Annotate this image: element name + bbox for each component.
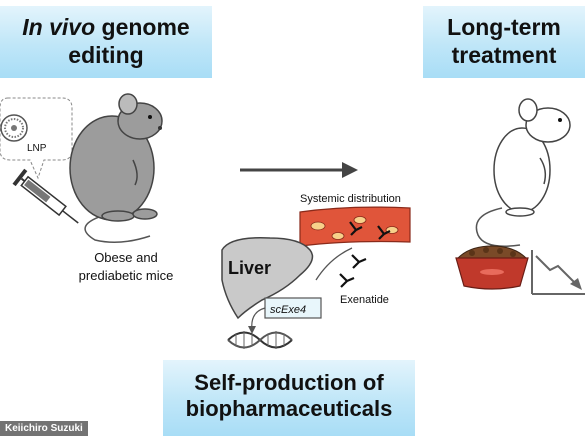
liver-label: Liver — [228, 258, 272, 278]
lean-mouse — [475, 98, 571, 247]
gene-label: scExe4 — [270, 304, 307, 316]
banner-italic-text: In vivo — [22, 14, 96, 40]
image-credit: Keiichiro Suzuki — [0, 421, 88, 436]
decline-arrow-icon — [531, 250, 585, 295]
banner-text-line1: Self-production of — [194, 370, 384, 395]
lnp-particle-icon — [0, 114, 28, 142]
progress-arrow — [240, 162, 358, 178]
liver-organ — [221, 237, 314, 320]
mice-label-line2: prediabetic mice — [78, 267, 174, 283]
mice-label-line1: Obese and — [94, 250, 158, 265]
blood-vessel — [299, 206, 411, 247]
title-banner-long-term: Long-term treatment — [423, 6, 585, 78]
lnp-callout — [0, 97, 73, 180]
syringe-icon — [12, 168, 79, 224]
obese-mouse — [69, 93, 163, 243]
systemic-distribution-label: Systemic distribution — [300, 193, 401, 205]
exenatide-label: Exenatide — [340, 294, 389, 306]
title-banner-genome-editing: In vivo genome editing — [0, 6, 212, 78]
title-banner-self-production: Self-production of biopharmaceuticals — [163, 360, 415, 436]
dna-helix-icon — [227, 331, 293, 349]
mice-label: Obese and prediabetic mice — [62, 249, 190, 284]
food-bowl — [455, 245, 529, 290]
banner-text-line2: editing — [68, 41, 144, 68]
gene-box — [248, 297, 322, 334]
banner-text-line2: treatment — [451, 41, 557, 68]
lnp-label: LNP — [27, 143, 47, 154]
banner-text-line1: Long-term — [447, 14, 561, 40]
banner-text: genome — [95, 14, 190, 40]
banner-text-line2: biopharmaceuticals — [185, 396, 393, 422]
exenatide-molecule-icon — [315, 247, 367, 288]
